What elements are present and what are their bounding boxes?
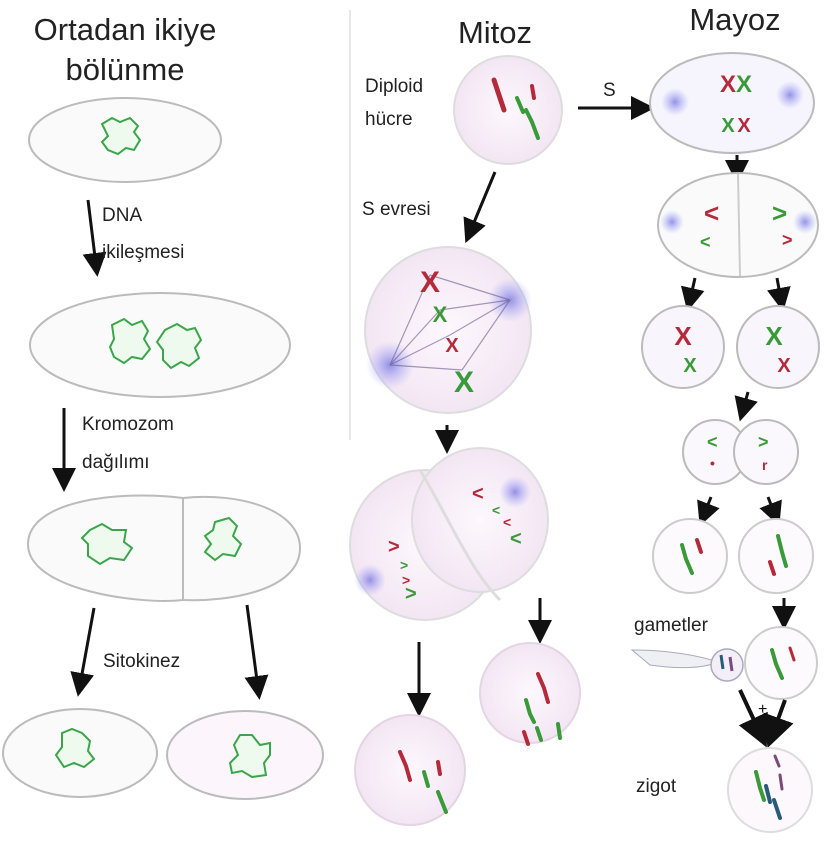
- zygote-label: zigot: [636, 776, 677, 797]
- arrow-down-left: [680, 277, 705, 312]
- svg-text:<: <: [510, 528, 522, 550]
- s-phase-label: S evresi: [362, 199, 431, 220]
- svg-text:X: X: [777, 355, 791, 377]
- binary-fission-title-line1: Ortadan ikiye: [34, 12, 217, 47]
- bacterial-cell-initial: [28, 97, 222, 183]
- svg-text:>: >: [402, 572, 410, 588]
- svg-text:X: X: [736, 71, 752, 98]
- bacterial-cell-replicated: [29, 292, 291, 398]
- fusion-arrow-left: [738, 689, 768, 748]
- meiosis-metaphase-cell: X X X X: [649, 52, 815, 154]
- step-label-replication: ikileşmesi: [102, 242, 184, 263]
- svg-text:<: <: [707, 432, 718, 452]
- dna-loop-icon: [100, 116, 142, 156]
- svg-text:X: X: [721, 115, 735, 137]
- svg-text:<: <: [492, 502, 500, 518]
- svg-text:X: X: [445, 335, 459, 357]
- telophase-cell: > > > > < < < <: [349, 447, 549, 621]
- svg-text:•: •: [710, 455, 715, 471]
- mitosis-daughter-cell-left: [354, 714, 466, 826]
- svg-text:>: >: [758, 432, 769, 452]
- arrow-down-right: [759, 496, 782, 527]
- s-arrow-label: S: [603, 80, 616, 101]
- arrow-down-right: [767, 277, 791, 312]
- svg-text:<: <: [503, 514, 511, 530]
- diploid-label-line2: hücre: [365, 109, 413, 130]
- svg-text:X: X: [720, 71, 736, 98]
- egg-gamete: [744, 626, 818, 700]
- step-label-chromosome: Kromozom: [82, 414, 174, 435]
- gametes-label: gametler: [634, 615, 709, 636]
- fusion-arrow-right: [763, 699, 794, 749]
- svg-text:>: >: [405, 583, 417, 605]
- meiosis-product-left: [652, 518, 728, 594]
- meiosis-metaphase-ii-right: X X: [736, 305, 820, 389]
- meiosis-anaphase-i-cell: < < > >: [657, 172, 819, 278]
- binary-fission-column: Ortadan ikiye bölünme DNA ikileşmesi Kro…: [2, 12, 324, 800]
- meiosis-product-right: [738, 518, 814, 594]
- sperm-gamete: [630, 648, 744, 682]
- svg-text:r: r: [762, 457, 768, 473]
- svg-text:<: <: [700, 232, 711, 252]
- fusion-plus-sign: +: [758, 701, 767, 718]
- step-label-cytokinesis: Sitokinez: [103, 651, 180, 672]
- mitosis-column: Mitoz Diploid hücre S evresi: [349, 15, 581, 826]
- svg-text:X: X: [420, 266, 440, 299]
- zygote-cell: [727, 747, 813, 833]
- arrow-down-left: [70, 607, 96, 697]
- arrow-down: [734, 391, 758, 422]
- metaphase-cell: X X X X: [364, 246, 532, 414]
- step-label-distribution: dağılımı: [82, 452, 150, 473]
- svg-text:>: >: [772, 198, 787, 228]
- svg-text:X: X: [433, 302, 448, 327]
- arrow-down-right: [244, 604, 269, 700]
- step-label-dna: DNA: [102, 205, 142, 226]
- bacterial-cell-dividing: [26, 494, 302, 602]
- meiosis-metaphase-ii-left: X X: [641, 305, 725, 389]
- daughter-cell-right: [166, 710, 324, 800]
- svg-text:>: >: [782, 230, 793, 250]
- diploid-cell: [453, 55, 563, 165]
- svg-text:<: <: [704, 198, 719, 228]
- diploid-label-line1: Diploid: [365, 76, 423, 97]
- svg-text:>: >: [388, 536, 400, 558]
- meiosis-anaphase-ii-cell: < • > r: [682, 419, 799, 485]
- meiosis-column: Mayoz S X X X X < < > >: [578, 2, 820, 833]
- svg-text:X: X: [737, 115, 751, 137]
- meiosis-title: Mayoz: [689, 2, 780, 37]
- svg-text:>: >: [400, 557, 408, 573]
- svg-text:<: <: [472, 483, 484, 505]
- svg-text:X: X: [683, 355, 697, 377]
- daughter-cell-left: [2, 708, 158, 798]
- svg-text:X: X: [765, 321, 783, 351]
- arrow-down: [82, 199, 107, 277]
- binary-fission-title-line2: bölünme: [66, 52, 185, 87]
- mitosis-daughter-cell-right: [479, 642, 581, 746]
- svg-text:X: X: [454, 366, 474, 399]
- svg-text:X: X: [674, 321, 692, 351]
- arrow-down: [463, 171, 497, 244]
- arrow-down-left: [697, 496, 720, 527]
- mitosis-title: Mitoz: [458, 15, 532, 50]
